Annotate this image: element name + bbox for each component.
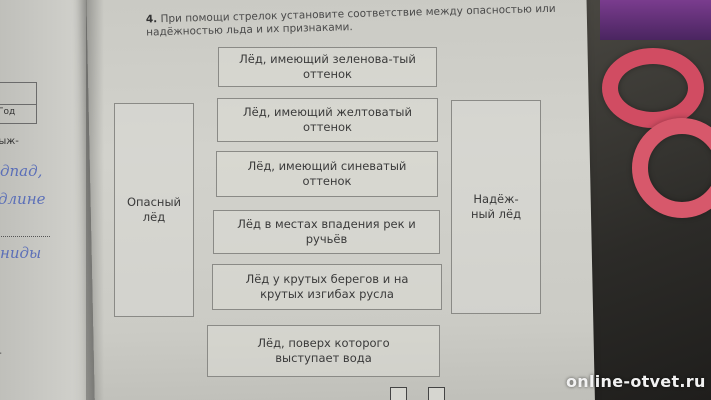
pink-ring-bottom: [632, 118, 711, 218]
answer-checkbox-1[interactable]: [390, 387, 407, 400]
left-page-text-3: е-: [0, 348, 2, 359]
pink-ring-top: [602, 48, 704, 128]
watermark: online-otvet.ru: [566, 372, 706, 391]
left-page-handwriting-2: длине: [0, 190, 46, 208]
purple-object: [600, 0, 711, 40]
sign-box-5: Лёд у крутых берегов и на крутых изгибах…: [212, 264, 442, 310]
left-page-table-header: Год: [0, 107, 16, 117]
answer-checkbox-2[interactable]: [428, 387, 445, 400]
left-page-dotted-line: [0, 236, 50, 237]
sign-text-2: Лёд, имеющий желтоватый оттенок: [243, 105, 412, 134]
left-page-handwriting-3: ниды: [0, 244, 42, 262]
sign-text-3: Лёд, имеющий синеватый оттенок: [247, 159, 407, 188]
column-dangerous-label: Опасный лёд: [126, 195, 181, 224]
left-page-table: [0, 82, 37, 124]
column-reliable-ice: Надёж-ный лёд: [451, 100, 541, 314]
sign-text-4: Лёд в местах впадения рек и ручьёв: [237, 217, 416, 246]
left-page-text-1: лыж-: [0, 136, 19, 147]
sign-box-3: Лёд, имеющий синеватый оттенок: [216, 151, 438, 197]
task-number: 4.: [145, 13, 158, 26]
left-page-table-line: [0, 104, 36, 105]
sign-box-2: Лёд, имеющий желтоватый оттенок: [217, 98, 438, 142]
sign-box-1: Лёд, имеющий зеленова-тый оттенок: [218, 47, 437, 87]
sign-text-5: Лёд у крутых берегов и на крутых изгибах…: [245, 272, 409, 301]
sign-text-6: Лёд, поверх которого выступает вода: [257, 336, 390, 365]
column-dangerous-ice: Опасный лёд: [114, 103, 194, 317]
sign-text-1: Лёд, имеющий зеленова-тый оттенок: [239, 52, 416, 81]
column-reliable-label: Надёж-ный лёд: [470, 192, 522, 221]
page-spine-shadow: [86, 0, 104, 400]
left-page-handwriting-1: дпад,: [0, 162, 43, 180]
sign-box-6: Лёд, поверх которого выступает вода: [207, 325, 440, 377]
sign-box-4: Лёд в местах впадения рек и ручьёв: [213, 210, 440, 254]
